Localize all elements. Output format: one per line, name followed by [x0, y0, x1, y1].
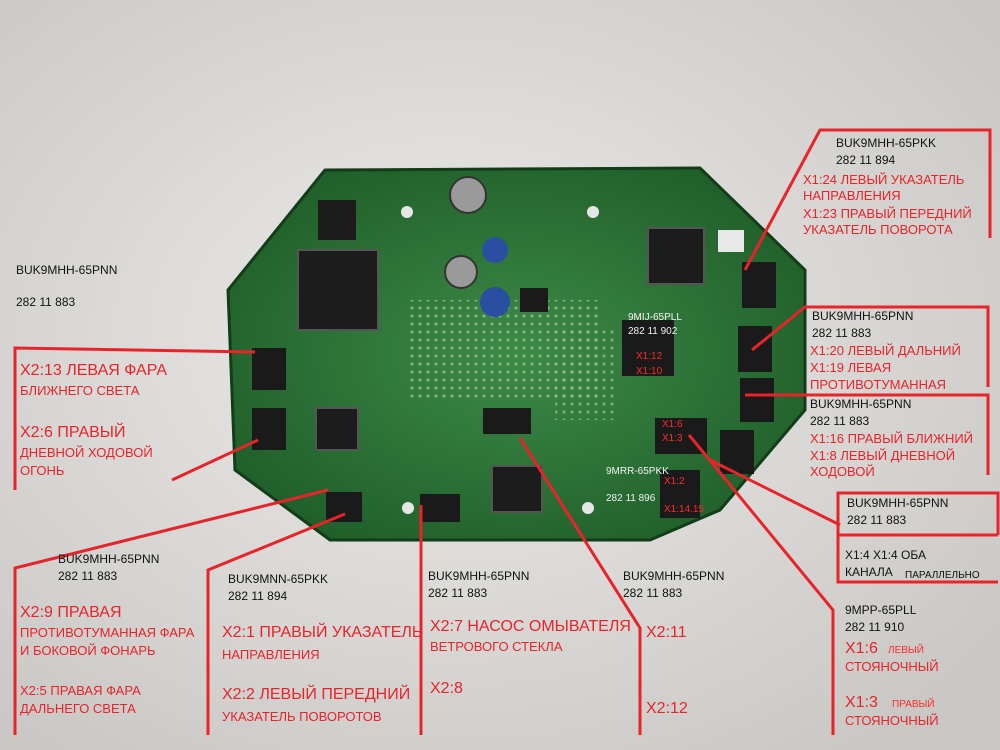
brr-x16-label: X1:6: [845, 640, 878, 657]
bl-part-label: BUK9MHH-65PNN: [58, 552, 160, 566]
regulator-chip: [520, 288, 548, 312]
r2-x18-label: X1:8 ЛЕВЫЙ ДНЕВНОЙ: [810, 448, 956, 463]
mosfet-right-3: [740, 378, 774, 422]
mounting-hole-1: [401, 206, 413, 218]
capacitor-1: [449, 176, 487, 214]
brr-x16-label-2: ЛЕВЫЙ: [888, 645, 924, 656]
chip-bottom-center: [491, 465, 543, 513]
mounting-hole-2: [587, 206, 599, 218]
left-x26-label-2: ДНЕВНОЙ ХОДОВОЙ: [20, 445, 153, 460]
left-x213-label-2: БЛИЖНЕГО СВЕТА: [20, 383, 140, 398]
chip-left-mid: [315, 407, 359, 451]
top-right-x123-label: X1:23 ПРАВЫЙ ПЕРЕДНИЙ: [803, 206, 972, 221]
mosfet-left-1: [252, 348, 286, 390]
board-9mij-code-label: 282 11 902: [628, 326, 678, 337]
mounting-hole-3: [402, 502, 414, 514]
board-x16-label: X1:6: [662, 419, 683, 430]
bm-x22-label: X2:2 ЛЕВЫЙ ПЕРЕДНИЙ: [222, 686, 411, 703]
chip-right-large: [647, 227, 705, 285]
br-x212-label: X2:12: [646, 700, 688, 717]
bm-x21-label: X2:1 ПРАВЫЙ УКАЗАТЕЛЬ: [222, 624, 423, 641]
bm-x22-label-2: УКАЗАТЕЛЬ ПОВОРОТОВ: [222, 709, 382, 724]
board-x12-label: X1:2: [664, 476, 685, 487]
br-x211-label: X2:11: [646, 624, 687, 641]
mosfet-right-1: [742, 262, 776, 308]
mounting-hole-4: [582, 502, 594, 514]
mid-right-x119-label-2: ПРОТИВОТУМАННАЯ: [810, 377, 947, 392]
left-x213-label: X2:13 ЛЕВАЯ ФАРА: [20, 362, 167, 379]
mosfet-left-2: [252, 408, 286, 450]
via-grid-2: [555, 330, 615, 420]
bl-x29-label: X2:9 ПРАВАЯ: [20, 604, 122, 621]
bm-code-label: 282 11 894: [228, 589, 288, 603]
top-right-x124-label: X1:24 ЛЕВЫЙ УКАЗАТЕЛЬ: [803, 172, 965, 187]
mosfet-bottom-2: [420, 494, 460, 522]
board-x13-label: X1:3: [662, 433, 683, 444]
br-code-label: 282 11 883: [623, 586, 683, 600]
bl-x29-label-2: ПРОТИВОТУМАННАЯ ФАРА: [20, 625, 195, 640]
brr-x13-label-3: СТОЯНОЧНЫЙ: [845, 713, 939, 728]
board-9mij-label: 9MIJ-65PLL: [628, 312, 682, 323]
left-x26-label-3: ОГОНЬ: [20, 463, 65, 478]
r2-x18-label-2: ХОДОВОЙ: [810, 464, 875, 479]
bl-x25-label: X2:5 ПРАВАЯ ФАРА: [20, 683, 141, 698]
brr-x13-label-2: ПРАВЫЙ: [892, 699, 935, 710]
bm-x21-label-2: НАПРАВЛЕНИЯ: [222, 647, 320, 662]
brr-code-label: 282 11 910: [845, 620, 905, 634]
r3-code-label: 282 11 883: [847, 513, 907, 527]
left-part-label: BUK9MHH-65PNN: [16, 263, 118, 277]
inductor-2: [480, 287, 510, 317]
bl-x29-label-3: И БОКОВОЙ ФОНАРЬ: [20, 643, 156, 658]
r3-x14-label-3: ПАРАЛЛЕЛЬНО: [905, 570, 980, 581]
r2-x116-label: X1:16 ПРАВЫЙ БЛИЖНИЙ: [810, 431, 974, 446]
r2-part-label: BUK9MHH-65PNN: [810, 397, 912, 411]
top-right-x124-label-2: НАПРАВЛЕНИЯ: [803, 188, 901, 203]
mid-right-x120-label: X1:20 ЛЕВЫЙ ДАЛЬНИЙ: [810, 343, 961, 358]
board-x1415-label: X1:14.15: [664, 504, 705, 515]
mosfet-bottom-1: [326, 492, 362, 522]
mid-right-part-label: BUK9MHH-65PNN: [812, 309, 914, 323]
r3-part-label: BUK9MHH-65PNN: [847, 496, 949, 510]
mid-right-code-label: 282 11 883: [812, 326, 872, 340]
brr-x16-label-3: СТОЯНОЧНЫЙ: [845, 659, 939, 674]
bl-code-label: 282 11 883: [58, 569, 118, 583]
brr-part-label: 9MPP-65PLL: [845, 603, 917, 617]
inductor-1: [482, 237, 508, 263]
bc-x27-label: X2:7 НАСОС ОМЫВАТЕЛЯ: [430, 618, 631, 635]
circuit-board: [226, 166, 807, 542]
mosfet-center: [483, 408, 531, 434]
mid-right-x119-label: X1:19 ЛЕВАЯ: [810, 360, 892, 375]
mosfet-9mrr: [660, 470, 700, 518]
bc-x28-label: X2:8: [430, 680, 463, 697]
r3-x14-label: X1:4 X1:4 ОБА: [845, 548, 926, 562]
annotation-lines: [13, 128, 1000, 735]
left-x26-label: X2:6 ПРАВЫЙ: [20, 424, 126, 441]
board-9mrr-label: 9MRR-65PKK: [606, 466, 669, 477]
qr-label: [718, 230, 744, 252]
brr-x13-label: X1:3: [845, 694, 878, 711]
board-x112-label: X1:12: [636, 351, 663, 362]
bc-x27-label-2: ВЕТРОВОГО СТЕКЛА: [430, 639, 563, 654]
r3-x14-label-2: КАНАЛА: [845, 565, 893, 579]
br-part-label: BUK9MHH-65PNN: [623, 569, 725, 583]
board-9mrr-code-label: 282 11 896: [606, 493, 656, 504]
bc-part-label: BUK9MHH-65PNN: [428, 569, 530, 583]
capacitor-2: [444, 255, 478, 289]
top-right-x123-label-2: УКАЗАТЕЛЬ ПОВОРОТА: [803, 222, 953, 237]
main-processor-chip: [297, 249, 379, 331]
bc-code-label: 282 11 883: [428, 586, 488, 600]
top-right-code-label: 282 11 894: [836, 153, 896, 167]
top-right-part-label: BUK9MHH-65PKK: [836, 136, 937, 150]
board-x110-label: X1:10: [636, 366, 663, 377]
bm-part-label: BUK9MNN-65PKK: [228, 572, 329, 586]
r2-code-label: 282 11 883: [810, 414, 870, 428]
chip-top-left: [318, 200, 356, 240]
mosfet-9mij: [622, 320, 674, 376]
bl-x25-label-2: ДАЛЬНЕГО СВЕТА: [20, 701, 136, 716]
left-code-label: 282 11 883: [16, 295, 76, 309]
